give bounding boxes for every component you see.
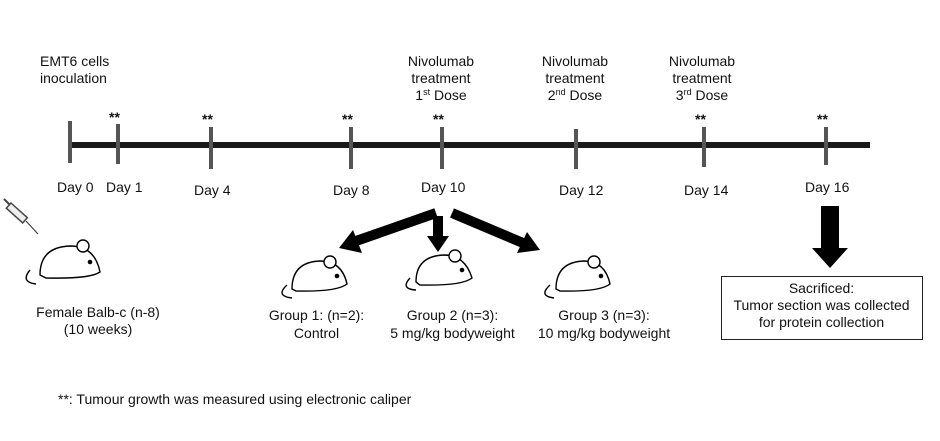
dose1-label-line3: 1st Dose (415, 87, 467, 103)
measure-marker-day-4: ** (202, 111, 213, 127)
day-label: Day 14 (684, 182, 729, 198)
timeline-axis (68, 142, 870, 148)
day-label: Day 8 (333, 182, 370, 198)
dose3-label-line2: treatment (672, 70, 732, 86)
measure-marker-day-1: ** (109, 109, 120, 125)
tick-day-8 (349, 127, 353, 169)
dose2-label: Nivolumab treatment 2nd Dose (530, 53, 620, 104)
mouse-icon-group-2 (405, 249, 473, 291)
sacrifice-text-line1: Sacrificed: (788, 280, 855, 296)
arrow-to-group-3 (450, 208, 540, 253)
tick-day-4 (209, 127, 213, 169)
dose1-label: Nivolumab treatment 1st Dose (396, 53, 486, 104)
tick-day-10 (440, 127, 444, 169)
sacrifice-text-line2: Tumor section was collected (733, 297, 910, 313)
group-1-label-line2: Control (293, 325, 340, 341)
day-label: Day 4 (194, 182, 231, 198)
tick-day-1 (116, 124, 120, 164)
dose2-label-line3: 2nd Dose (547, 87, 603, 103)
measure-marker-day-8: ** (342, 111, 353, 127)
dose2-label-line1: Nivolumab (541, 53, 609, 69)
dose3-label: Nivolumab treatment 3rd Dose (657, 53, 747, 104)
cohort-label-line2: (10 weeks) (63, 321, 133, 337)
cohort-label-line1: Female Balb-c (n-8) (36, 304, 160, 320)
day-label: Day 1 (106, 179, 143, 195)
group-3-label-line2: 10 mg/kg bodyweight (537, 325, 671, 341)
tick-day-16 (824, 127, 828, 165)
inoculation-label: EMT6 cells inoculation (40, 53, 109, 87)
dose2-label-line2: treatment (545, 70, 605, 86)
mouse-icon-start (25, 239, 101, 285)
group-3-label: Group 3 (n=3): 10 mg/kg bodyweight (528, 307, 680, 342)
sacrifice-box: Sacrificed: Tumor section was collected … (721, 276, 923, 340)
group-2-label-line2: 5 mg/kg bodyweight (390, 325, 515, 341)
measure-marker-day-14: ** (695, 111, 706, 127)
sacrifice-text-line3: for protein collection (758, 314, 885, 330)
inoculation-label-line2: inoculation (40, 70, 107, 86)
arrow-to-group-1 (339, 208, 438, 253)
group-2-label-line1: Group 2 (n=3): (406, 307, 499, 323)
day-label: Day 12 (559, 182, 604, 198)
tick-day-12 (574, 129, 578, 169)
dose3-label-line3: 3rd Dose (675, 87, 729, 103)
day-label: Day 0 (57, 179, 94, 195)
mouse-icon-group-3 (544, 255, 611, 299)
group-1-label-line1: Group 1: (n=2): (268, 307, 365, 323)
dose3-label-line1: Nivolumab (668, 53, 736, 69)
dose1-label-line2: treatment (411, 70, 471, 86)
inoculation-label-line1: EMT6 cells (40, 53, 110, 69)
mouse-icon-group-1 (281, 255, 348, 299)
arrow-to-sacrifice (812, 206, 848, 268)
group-3-label-line1: Group 3 (n=3): (558, 307, 650, 323)
dose1-label-line1: Nivolumab (407, 53, 475, 69)
cohort-label: Female Balb-c (n-8) (10 weeks) (14, 304, 182, 338)
day-label: Day 10 (421, 179, 466, 195)
tick-day-0 (68, 121, 72, 163)
measure-marker-day-10: ** (433, 111, 444, 127)
syringe-icon (3, 198, 39, 235)
day-label: Day 16 (805, 179, 850, 195)
tick-day-14 (702, 127, 706, 167)
group-1-label: Group 1: (n=2): Control (254, 307, 379, 342)
group-2-label: Group 2 (n=3): 5 mg/kg bodyweight (380, 307, 525, 342)
measure-marker-day-16: ** (817, 111, 828, 127)
sacrifice-text: Sacrificed: Tumor section was collected … (722, 280, 921, 331)
footnote: **: Tumour growth was measured using ele… (58, 391, 412, 407)
arrow-to-group-2 (427, 216, 449, 252)
